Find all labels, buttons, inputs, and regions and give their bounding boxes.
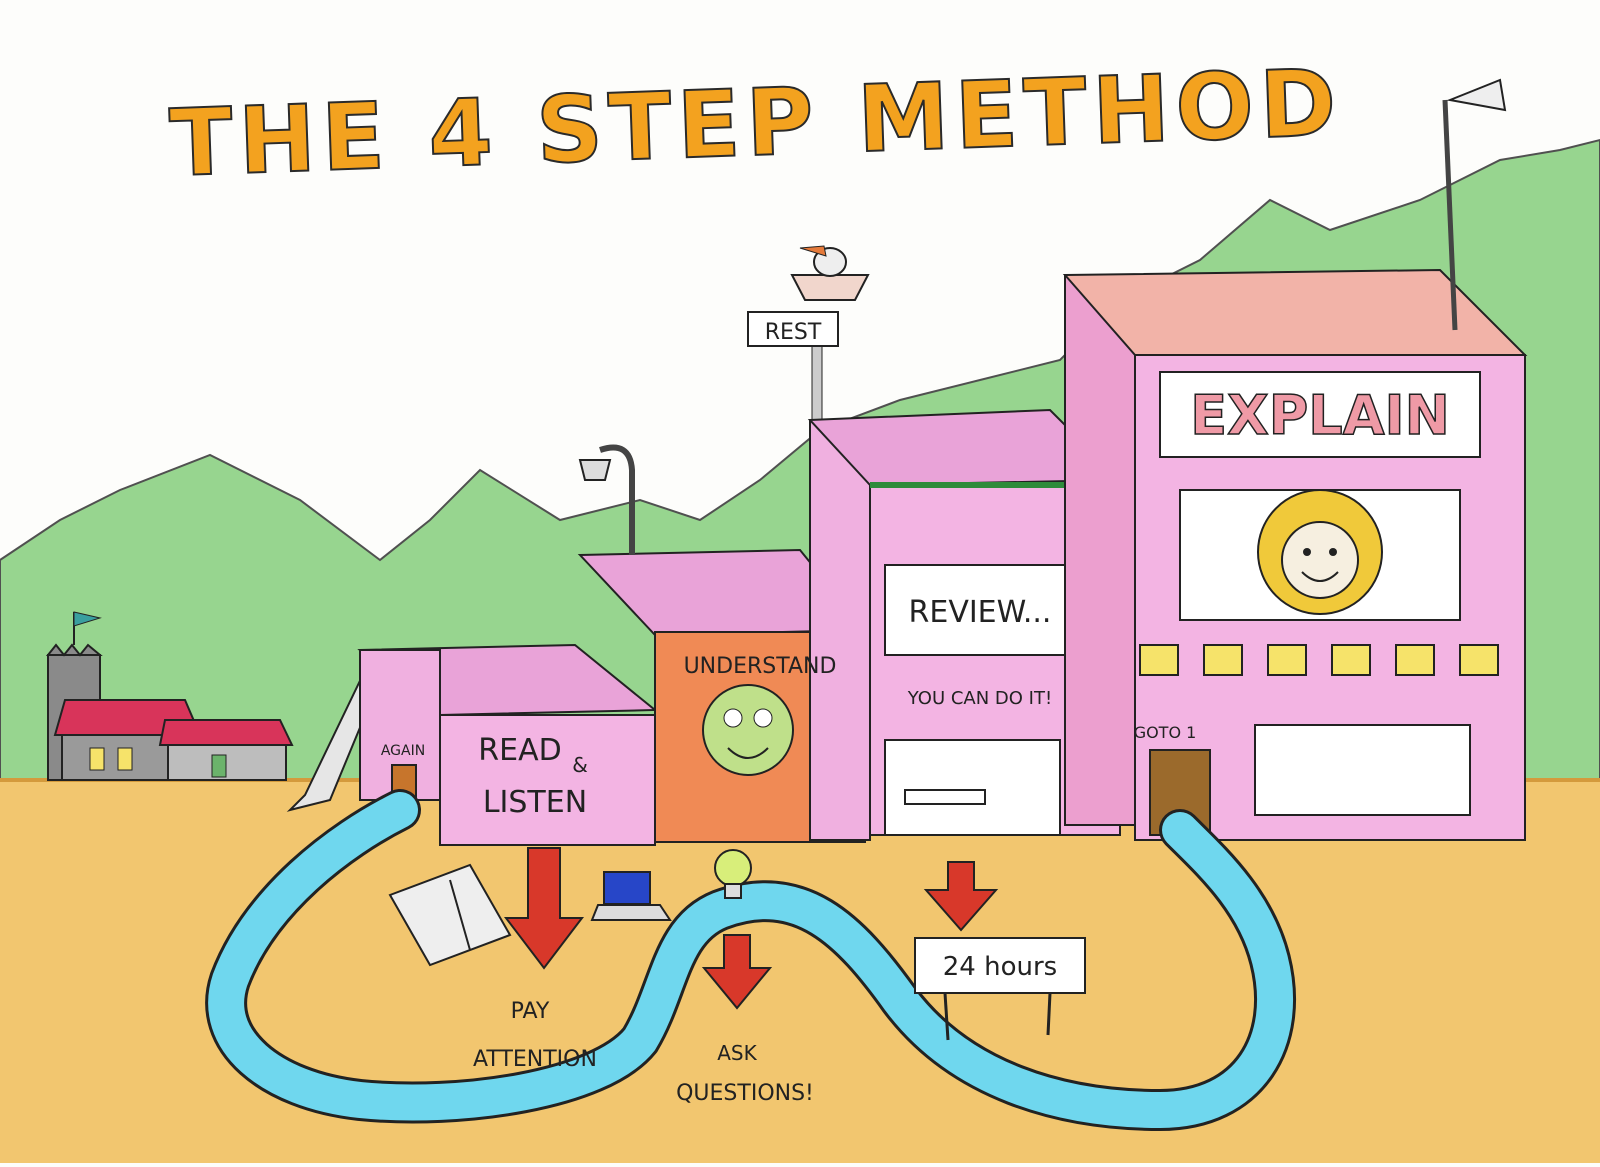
lightbulb-icon <box>714 849 752 899</box>
building-read-listen <box>357 643 658 846</box>
sign-listen: LISTEN <box>483 785 587 820</box>
sign-goto: GOTO 1 <box>1134 723 1197 742</box>
sign-read: READ <box>478 733 561 768</box>
arrow-ask-questions <box>701 934 773 1010</box>
rest-pole <box>790 245 870 421</box>
label-ask: ASK <box>717 1041 757 1065</box>
explain-windows <box>1139 644 1499 676</box>
sign-review: REVIEW... <box>909 595 1052 630</box>
church <box>45 611 294 781</box>
label-attention: ATTENTION <box>473 1047 597 1072</box>
sign-understand: UNDERSTAND <box>684 654 837 679</box>
sign-rest: REST <box>765 320 822 345</box>
sign-24-hours <box>914 937 1086 1041</box>
book-icon <box>388 863 512 967</box>
sign-you-can-do-it: YOU CAN DO IT! <box>907 688 1052 709</box>
arrow-pay-attention <box>503 847 585 970</box>
label-questions: QUESTIONS! <box>676 1081 814 1106</box>
sign-hours: 24 hours <box>943 952 1057 982</box>
sign-amp: & <box>572 753 588 777</box>
sign-again: AGAIN <box>381 743 425 759</box>
arrow-24-hours <box>923 861 999 932</box>
ground <box>0 780 1600 1163</box>
sign-explain: EXPLAIN <box>1190 384 1450 447</box>
building-explain <box>1062 78 1528 841</box>
street-lamp <box>599 444 635 555</box>
label-pay: PAY <box>511 999 550 1024</box>
laptop-icon <box>590 871 672 921</box>
